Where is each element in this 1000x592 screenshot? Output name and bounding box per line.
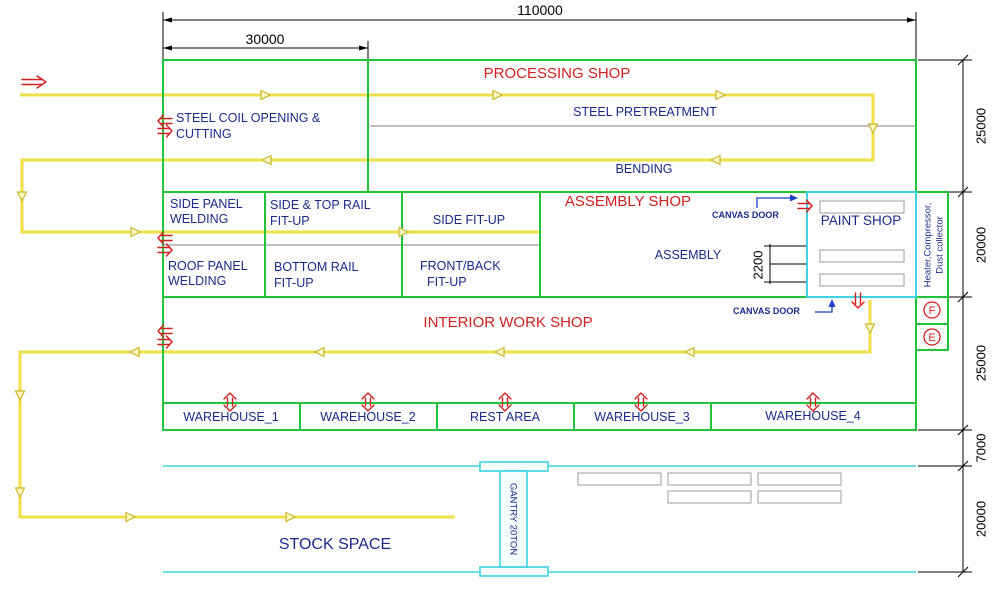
flow-triangle-icon — [285, 511, 296, 523]
gantry-label: GANTRY 20TON — [507, 483, 518, 555]
canvas-door-label-bottom: CANVAS DOOR — [733, 306, 800, 316]
warehouse-3-label: WAREHOUSE_3 — [594, 410, 689, 424]
marker-f: F — [929, 305, 936, 317]
assembly-label: ASSEMBLY — [655, 248, 722, 262]
flow-triangle-icon — [14, 390, 26, 401]
flow-triangle-icon — [14, 487, 26, 498]
flow-triangle-icon — [261, 154, 272, 166]
fire-marker-circle — [923, 301, 941, 319]
door-double-arrow-left-icon — [157, 324, 173, 338]
overall-length-label: 110000 — [517, 2, 563, 18]
right-side-dimensions: 25000 20000 25000 7000 20000 — [918, 54, 988, 578]
marker-e: E — [928, 332, 935, 344]
stock-pallet — [757, 472, 842, 486]
flow-triangle-icon — [129, 346, 140, 358]
stock-pallet — [667, 490, 752, 504]
side-top-rail-fitup-line2: FIT-UP — [270, 214, 310, 228]
flow-triangle-icon — [260, 89, 271, 101]
bottom-rail-fitup-line2: FIT-UP — [274, 276, 314, 290]
material-flow-line-lower — [18, 300, 872, 519]
stock-pallet — [667, 472, 752, 486]
flow-triangle-icon — [684, 346, 695, 358]
utility-room-label-line1: Heater,Compressor, — [923, 203, 934, 287]
flow-triangle-icon — [715, 89, 726, 101]
dimension-processing-depth: 25000 — [973, 108, 988, 144]
bottom-rail-fitup-line1: BOTTOM RAIL — [274, 260, 359, 274]
roof-panel-welding-line1: ROOF PANEL — [168, 259, 248, 273]
paint-booth-equipment — [819, 273, 905, 287]
steel-pretreatment-label: STEEL PRETREATMENT — [573, 105, 717, 119]
flow-triangle-icon — [398, 226, 409, 238]
stock-space-label: STOCK SPACE — [279, 536, 391, 553]
material-flow-line-upper — [20, 93, 875, 234]
flow-triangle-icon — [492, 89, 503, 101]
overall-length-dimension: 110000 — [162, 2, 917, 60]
paint-shop-booth — [806, 191, 917, 298]
interior-work-shop-title: INTERIOR WORK SHOP — [423, 314, 592, 331]
dimension-gap-depth: 7000 — [973, 434, 988, 463]
flow-triangle-icon — [16, 191, 28, 202]
warehouse-1-label: WAREHOUSE_1 — [183, 410, 278, 424]
stock-pallet — [757, 490, 842, 504]
side-panel-welding-line1: SIDE PANEL — [170, 197, 243, 211]
gantry-crane-beam — [499, 470, 528, 568]
dimension-interior-depth: 25000 — [973, 345, 988, 381]
flow-triangle-icon — [494, 346, 505, 358]
paint-shop-entry-arrow-icon — [797, 199, 813, 213]
steel-coil-label-line1: STEEL COIL OPENING & — [176, 111, 321, 125]
canvas-door-pointer-top — [756, 197, 792, 208]
door-double-arrow-left-icon — [157, 231, 173, 245]
utility-box-e — [915, 323, 949, 351]
flow-triangle-icon — [314, 346, 325, 358]
doors — [21, 75, 865, 412]
flow-triangle-icon — [710, 154, 721, 166]
dimension-stock-depth: 20000 — [973, 501, 988, 537]
electric-marker-circle — [923, 328, 941, 346]
flow-triangle-icon — [867, 123, 879, 134]
utility-room-label-line2: Dust collector — [935, 216, 946, 274]
processing-shop-title: PROCESSING SHOP — [484, 65, 631, 82]
dimension-assembly-depth: 20000 — [973, 227, 988, 263]
gantry-end-truck-top — [479, 461, 549, 472]
roof-panel-welding-line2: WELDING — [168, 274, 226, 288]
door-double-arrow-right-icon — [157, 335, 173, 349]
arrow-icon — [790, 194, 798, 202]
side-fitup-label: SIDE FIT-UP — [433, 213, 505, 227]
arrow-icon — [828, 299, 836, 307]
flow-triangle-icon — [130, 226, 141, 238]
gantry-end-truck-bottom — [479, 566, 549, 577]
steel-coil-label-line2: CUTTING — [176, 127, 232, 141]
processing-width-dimension: 30000 — [163, 31, 369, 60]
flow-triangle-icon — [864, 323, 876, 334]
side-top-rail-fitup-line1: SIDE & TOP RAIL — [270, 198, 371, 212]
processing-width-label: 30000 — [246, 31, 285, 47]
front-back-fitup-line2: FIT-UP — [427, 275, 467, 289]
rest-area-label: REST AREA — [470, 410, 541, 424]
canvas-door-pointer-bottom — [815, 305, 833, 313]
assembly-door-dimension-label: 2200 — [750, 251, 765, 280]
canvas-door-label-top: CANVAS DOOR — [712, 210, 779, 220]
door-double-arrow-left-icon — [157, 114, 173, 128]
stock-pallet — [577, 472, 662, 486]
front-back-fitup-line1: FRONT/BACK — [420, 259, 501, 273]
paint-shop-title: PAINT SHOP — [821, 213, 902, 228]
assembly-door-dimension: 2200 — [750, 244, 806, 284]
paint-booth-equipment — [819, 249, 905, 263]
bending-label: BENDING — [616, 162, 673, 176]
paint-shop-exit-arrow-icon — [851, 292, 865, 309]
side-panel-welding-line2: WELDING — [170, 212, 228, 226]
warehouse-4-label: WAREHOUSE_4 — [765, 409, 860, 423]
flow-triangle-icon — [125, 511, 136, 523]
warehouse-2-label: WAREHOUSE_2 — [320, 410, 415, 424]
start-double-arrow-right-icon — [21, 75, 47, 89]
paint-booth-equipment — [819, 200, 905, 214]
door-double-arrow-right-icon — [157, 124, 173, 138]
door-double-arrow-right-icon — [157, 243, 173, 257]
assembly-shop-title: ASSEMBLY SHOP — [565, 193, 691, 210]
